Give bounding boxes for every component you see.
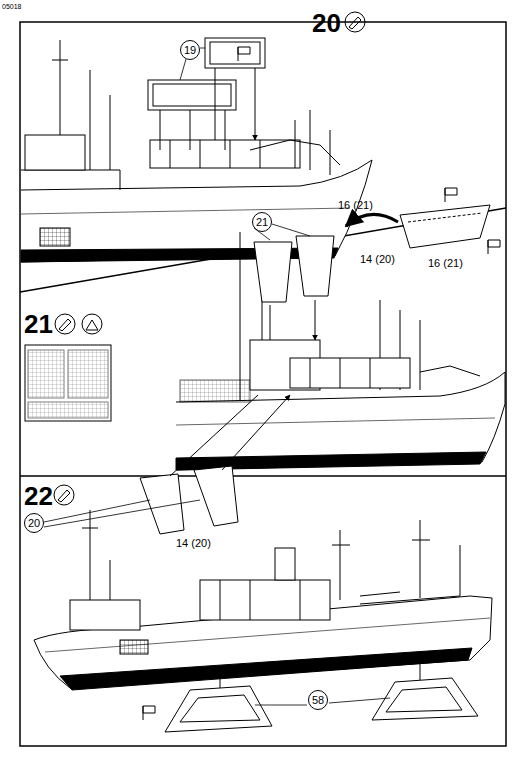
part-number: 14 (20) bbox=[360, 254, 395, 265]
callout-number: 19 bbox=[184, 45, 196, 56]
callout-circle: 58 bbox=[308, 690, 328, 710]
ship-hull bbox=[34, 510, 492, 690]
leader-line bbox=[180, 59, 186, 80]
lifeboat bbox=[140, 205, 490, 534]
leader-line bbox=[44, 500, 200, 527]
step-number: 20 bbox=[312, 10, 341, 36]
page-frame bbox=[20, 22, 506, 746]
frame-part bbox=[148, 38, 265, 150]
leader-line bbox=[255, 705, 307, 706]
part-number: 16 (21) bbox=[338, 200, 373, 211]
step-number: 22 bbox=[24, 483, 53, 509]
leader-line bbox=[200, 48, 205, 49]
ship-hull bbox=[21, 40, 372, 262]
catalog-number: 05018 bbox=[2, 3, 21, 10]
callout-number: 21 bbox=[256, 217, 268, 228]
leader-line bbox=[329, 698, 390, 703]
part-number: 14 (20) bbox=[176, 538, 211, 549]
panel-divider bbox=[20, 475, 506, 477]
callout-circle: 20 bbox=[24, 513, 44, 533]
decal-sheet bbox=[25, 345, 111, 421]
ship-hull bbox=[176, 232, 505, 470]
display-stand bbox=[165, 656, 478, 732]
glue-flag bbox=[143, 47, 500, 720]
part-number: 16 (21) bbox=[428, 258, 463, 269]
leader-line bbox=[272, 224, 310, 236]
callout-number: 20 bbox=[28, 518, 40, 529]
step-number: 21 bbox=[24, 311, 53, 337]
move-arrow bbox=[346, 214, 398, 226]
decal-icon bbox=[82, 314, 102, 334]
callout-number: 58 bbox=[312, 695, 324, 706]
callout-circle: 19 bbox=[180, 40, 200, 60]
